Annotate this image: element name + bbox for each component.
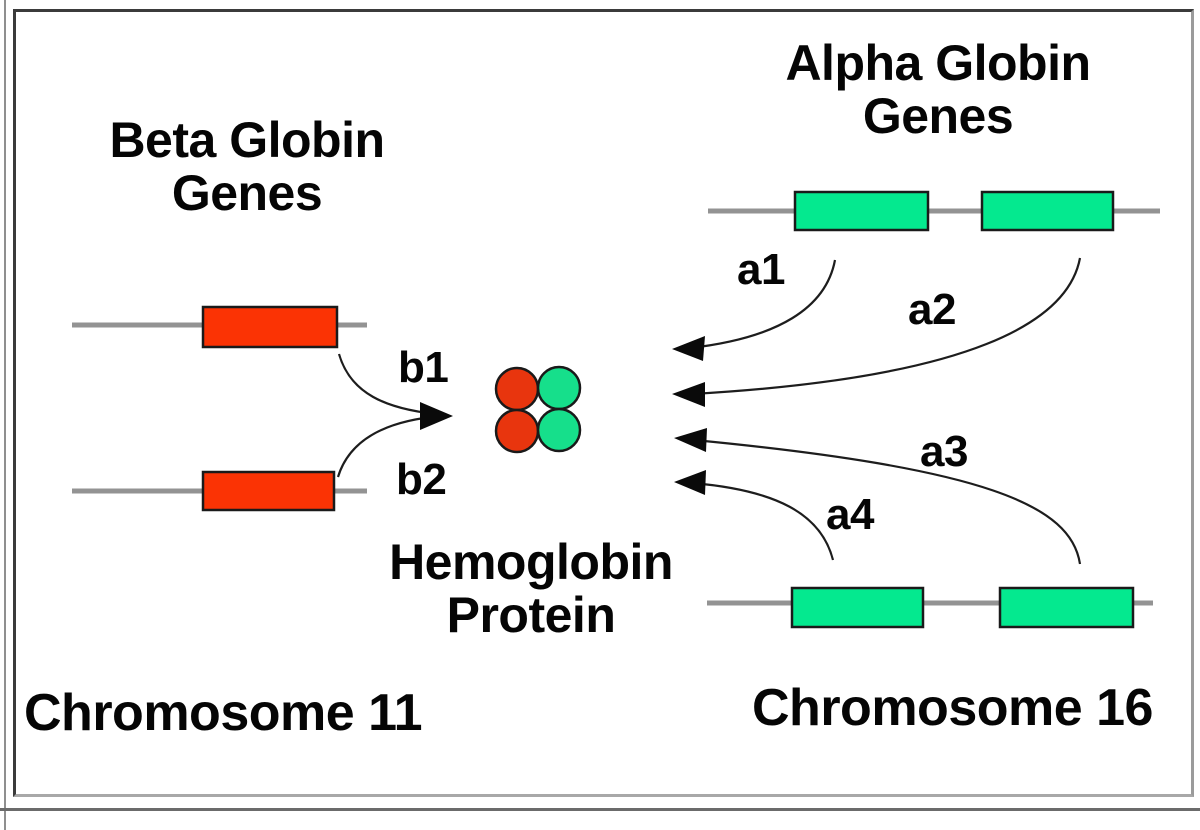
- arrowhead-a2-icon: [672, 382, 705, 407]
- arrowhead-a3-icon: [674, 428, 707, 452]
- chromosome-16-label: Chromosome 16: [752, 679, 1153, 737]
- gene-label-a4: a4: [826, 490, 874, 539]
- arrowhead-right-icon: [420, 402, 453, 430]
- beta-gene-box-2: [201, 470, 336, 512]
- chromosome-11-label: Chromosome 11: [24, 684, 423, 742]
- beta-subunit-circle-top: [494, 366, 540, 412]
- alpha-globin-title: Alpha Globin Genes: [738, 37, 1138, 143]
- alpha-gene-box-3: [790, 586, 925, 629]
- arrowhead-a1-icon: [672, 336, 705, 361]
- alpha-globin-title-line1: Alpha Globin: [785, 35, 1091, 91]
- alpha-gene-box-2: [980, 190, 1115, 232]
- outer-frame-bottom: [0, 808, 1200, 811]
- gene-label-b1: b1: [398, 343, 449, 392]
- hemoglobin-protein-line1: Hemoglobin: [389, 534, 673, 590]
- arrow-curve-a2: [691, 257, 1082, 396]
- gene-label-b2: b2: [396, 455, 447, 504]
- gene-label-a3: a3: [920, 427, 968, 476]
- arrow-curve-a4: [691, 481, 835, 561]
- beta-subunit-circle-bottom: [494, 408, 540, 454]
- alpha-gene-box-4: [998, 586, 1135, 629]
- beta-globin-title-line2: Genes: [171, 165, 323, 221]
- gene-label-a2: a2: [908, 285, 956, 334]
- beta-globin-title-line1: Beta Globin: [109, 112, 385, 168]
- diagram-border: [13, 9, 1194, 797]
- alpha-gene-box-1: [793, 190, 930, 232]
- beta-gene-box-1: [201, 305, 339, 349]
- beta-globin-title: Beta Globin Genes: [47, 114, 447, 220]
- alpha-subunit-circle-top: [536, 365, 582, 411]
- alpha-subunit-circle-bottom: [536, 407, 582, 453]
- alpha-globin-title-line2: Genes: [862, 88, 1014, 144]
- arrow-curve-a3: [693, 438, 1082, 565]
- gene-label-a1: a1: [737, 245, 785, 294]
- hemoglobin-protein-label: Hemoglobin Protein: [331, 536, 731, 642]
- arrowhead-a4-icon: [674, 470, 706, 495]
- outer-frame-left: [4, 0, 6, 830]
- hemoglobin-protein-line2: Protein: [446, 587, 616, 643]
- arrow-curve-a1: [689, 259, 837, 350]
